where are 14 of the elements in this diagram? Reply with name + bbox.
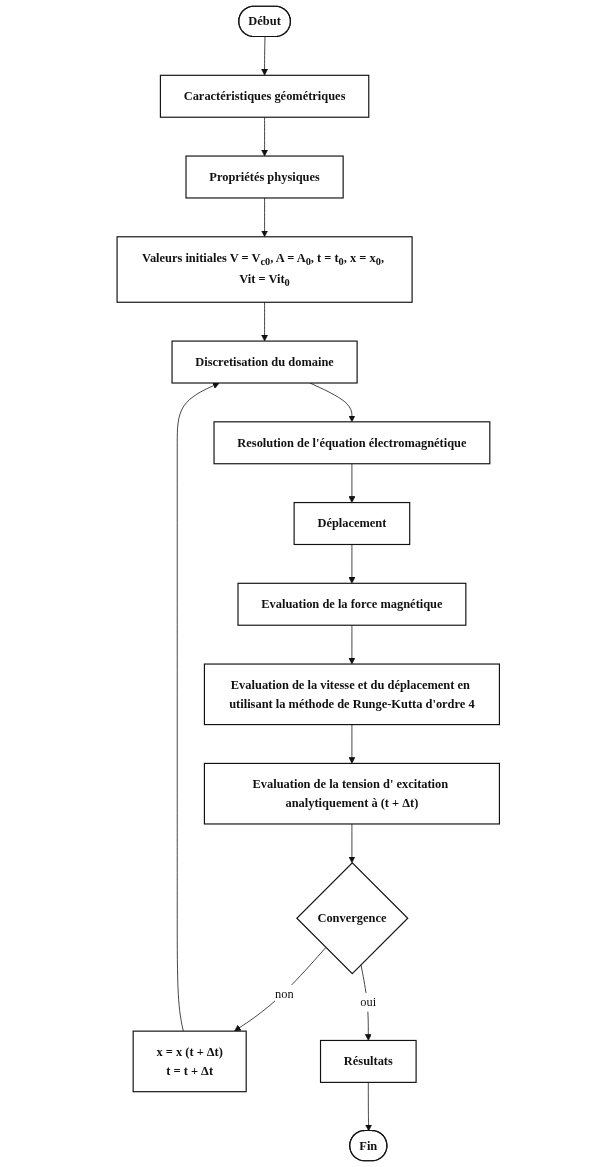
node-box: Evaluation de la tension d' excitation analytiquement à (t + Δt) — [203, 762, 500, 825]
node-box: Déplacement — [293, 502, 411, 546]
node-box: Evaluation de la force magnétique — [237, 582, 467, 626]
edge-label: oui — [360, 995, 376, 1009]
node-box: Caractéristiques géométriques — [159, 74, 370, 118]
node-box: Propriétés physiques — [185, 155, 344, 199]
node-box: x = x (t + Δt) t = t + Δt — [132, 1030, 247, 1093]
node-box: Discretisation du domaine — [171, 340, 358, 384]
node-diamond: Convergence — [295, 861, 409, 975]
node-box: Resolution de l'équation électromagnétique — [213, 421, 491, 465]
node-box: Evaluation de la vitesse et du déplacement en utilisant la méthode de Runge-Kutta d'ordre 4 — [203, 663, 500, 726]
node-box: Valeurs initiales V = V$_{c0}$, A = A$_{0}$, t = t$_{0}$, x = x$_{0}$, Vit = Vit$_{0}$ — [116, 236, 413, 303]
node-box: Résultats — [319, 1039, 417, 1083]
edge-label: non — [274, 987, 294, 1001]
